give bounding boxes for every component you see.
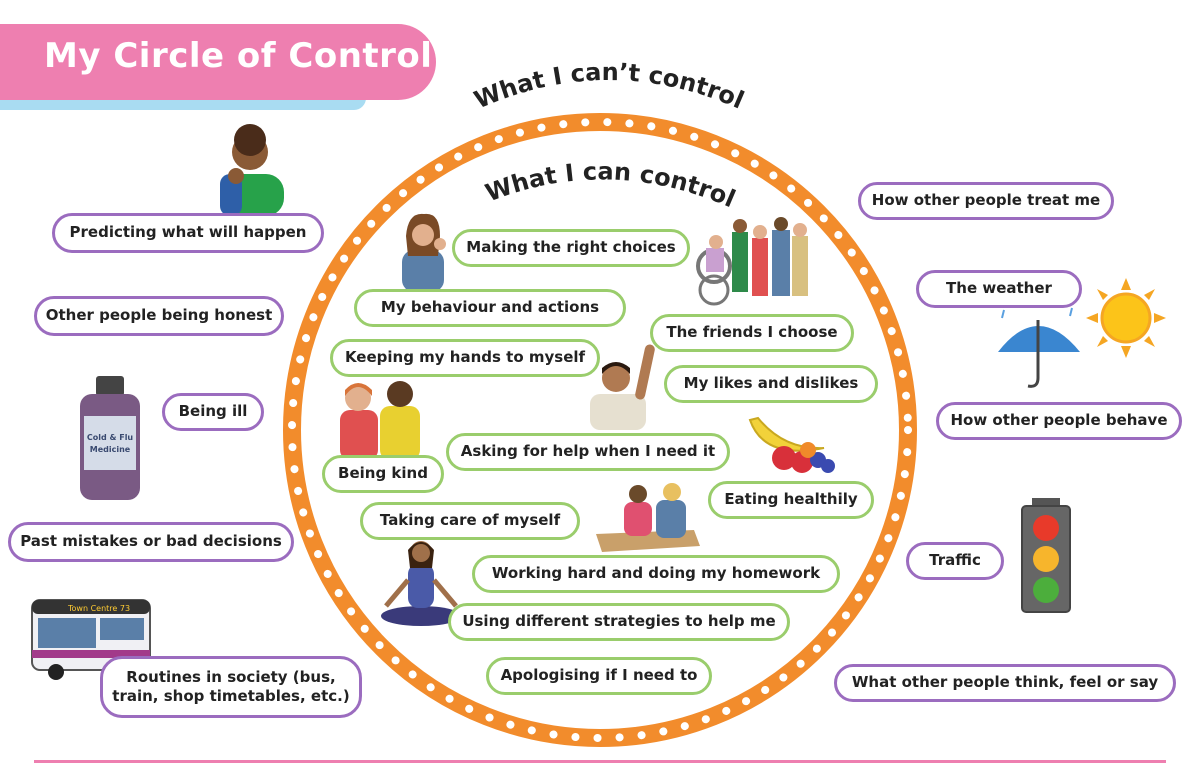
svg-text:Cold & Flu: Cold & Flu: [87, 433, 134, 442]
pill-others-treat: How other people treat me: [858, 182, 1114, 220]
pill-right-choices: Making the right choices: [452, 229, 690, 267]
pill-eating-healthily: Eating healthily: [708, 481, 874, 519]
umbrella-icon: [998, 307, 1080, 388]
pill-behaviour-actions: My behaviour and actions: [354, 289, 626, 327]
title-banner: [0, 24, 436, 100]
group-of-friends-icon: [696, 217, 808, 306]
pill-past-mistakes: Past mistakes or bad decisions: [8, 522, 294, 562]
pill-friends-choose: The friends I choose: [650, 314, 854, 352]
bus-icon: Town Centre 73: [31, 599, 151, 680]
pill-predicting: Predicting what will happen: [52, 213, 324, 253]
pill-apologising: Apologising if I need to: [486, 657, 712, 695]
raising-hand-boy-icon: [590, 344, 655, 430]
traffic-light-icon: [1021, 498, 1071, 613]
bottom-divider: [34, 760, 1166, 763]
inner-label: What I can control: [482, 157, 740, 213]
pill-others-think: What other people think, feel or say: [834, 664, 1176, 702]
medicine-bottle-icon: Cold & Flu Medicine: [80, 376, 140, 500]
pill-routines: Routines in society (bus,train, shop tim…: [100, 656, 362, 718]
pill-hands-to-myself: Keeping my hands to myself: [330, 339, 600, 377]
pill-being-kind: Being kind: [322, 455, 444, 493]
children-studying-icon: [596, 483, 700, 552]
pill-asking-help: Asking for help when I need it: [446, 433, 730, 471]
yoga-woman-icon: [381, 541, 461, 626]
pill-strategies: Using different strategies to help me: [448, 603, 790, 641]
sun-icon: [1086, 278, 1166, 358]
ring-dots: [288, 118, 912, 742]
pill-honesty: Other people being honest: [34, 296, 284, 336]
friends-hugging-icon: [340, 381, 420, 460]
svg-text:Medicine: Medicine: [90, 445, 131, 454]
pill-weather: The weather: [916, 270, 1082, 308]
fruit-icon: [748, 416, 835, 473]
pill-taking-care: Taking care of myself: [360, 502, 580, 540]
pill-others-behave: How other people behave: [936, 402, 1182, 440]
pill-working-hard: Working hard and doing my homework: [472, 555, 840, 593]
pill-traffic: Traffic: [906, 542, 1004, 580]
outer-label: What I can’t control: [470, 58, 748, 115]
pill-likes-dislikes: My likes and dislikes: [664, 365, 878, 403]
page-title: My Circle of Control: [44, 36, 433, 76]
svg-text:Town Centre 73: Town Centre 73: [67, 604, 130, 613]
thumbs-up-girl-icon: [402, 213, 446, 292]
pill-being-ill: Being ill: [162, 393, 264, 431]
thinking-person-icon: [220, 124, 284, 216]
